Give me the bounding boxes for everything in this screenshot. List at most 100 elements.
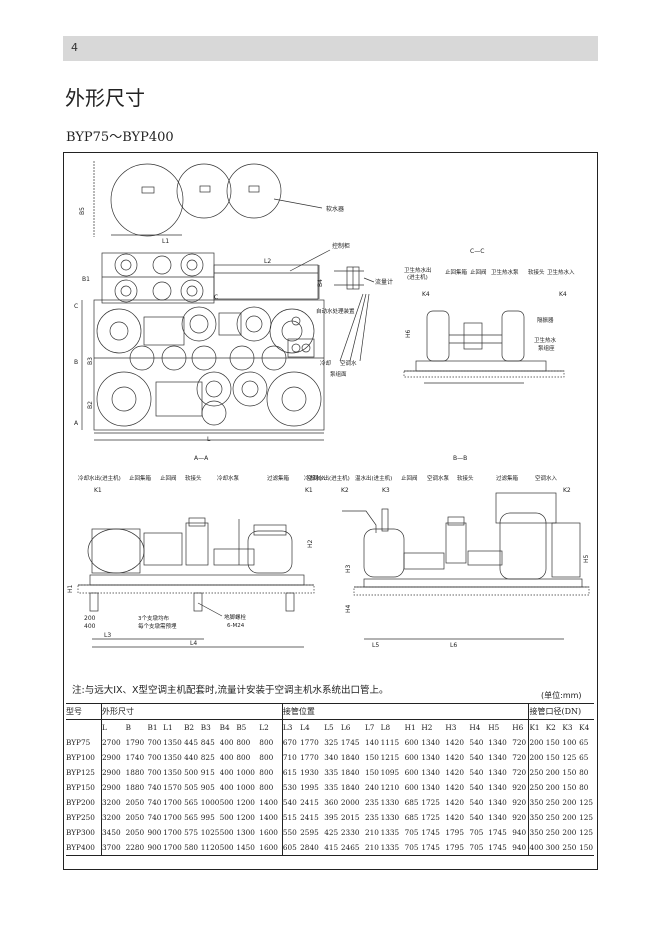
value-cell: 940	[512, 840, 529, 856]
value-cell: 1340	[488, 738, 507, 747]
model-range: BYP75～BYP400	[66, 130, 174, 145]
sub-header-cell: B3	[200, 723, 211, 732]
svg-text:A: A	[74, 420, 79, 427]
value-cell: 700	[147, 753, 162, 762]
value-cell: 500	[219, 828, 234, 837]
value-cell: 540	[469, 753, 484, 762]
svg-text:L6: L6	[450, 642, 457, 649]
value-cell: 1450	[236, 840, 260, 856]
value-cell: 2415	[300, 798, 319, 807]
value-cell: 200	[528, 750, 546, 765]
value-cell: 710	[281, 750, 301, 765]
value-cell: 65	[579, 753, 589, 762]
value-cell: 80	[579, 783, 589, 792]
value-cell: 125	[579, 813, 594, 822]
value-cell: 1795	[445, 840, 470, 856]
section-bb-view: B—B 空调水出(进主机) 温水出(进主机) 止回阀 空调水泵 软接头 过滤集箱…	[307, 455, 590, 649]
svg-text:止回阀: 止回阀	[401, 474, 418, 482]
sub-header-cell: L4	[300, 723, 310, 732]
value-cell: 540	[281, 795, 301, 810]
value-cell: 1745	[488, 840, 513, 856]
value-cell: 1210	[380, 783, 400, 792]
value-cell: 1330	[380, 798, 400, 807]
sub-header-cell: K2	[545, 723, 556, 732]
model-cell: BYP125	[66, 768, 95, 777]
label-section-cc: C—C	[470, 248, 484, 255]
model-cell: BYP200	[66, 798, 95, 807]
model-cell: BYP300	[66, 828, 95, 837]
label-flowmeter: 流量计	[375, 278, 393, 286]
value-cell: 250	[545, 828, 560, 837]
value-cell: 500	[184, 768, 198, 777]
value-cell: 500	[219, 798, 234, 807]
value-cell: 1770	[300, 753, 319, 762]
value-cell: 1745	[421, 828, 440, 837]
sub-header-cell: H3	[445, 723, 457, 732]
value-cell: 2000	[340, 798, 360, 807]
value-cell: 530	[281, 780, 301, 795]
value-cell: 1420	[445, 798, 464, 807]
value-cell: 540	[469, 768, 484, 777]
svg-text:空调水入: 空调水入	[535, 474, 558, 482]
value-cell: 2595	[300, 828, 319, 837]
value-cell: 1340	[488, 783, 507, 792]
svg-text:C: C	[74, 303, 78, 310]
value-cell: 125	[562, 753, 577, 762]
svg-text:K2: K2	[563, 487, 571, 494]
value-cell: 1600	[259, 828, 278, 837]
header-model: 型号	[66, 703, 102, 720]
header-outline: 外形尺寸	[101, 703, 283, 720]
value-cell: 685	[404, 813, 419, 822]
svg-text:200: 200	[84, 615, 96, 622]
svg-text:冷却水入: 冷却水入	[304, 474, 327, 482]
sub-header-cell: L	[101, 719, 126, 735]
value-cell: 515	[281, 810, 301, 825]
value-cell: 2465	[340, 840, 365, 856]
value-cell: 1340	[421, 738, 440, 747]
value-cell: 565	[184, 813, 198, 822]
svg-text:B: B	[74, 359, 78, 366]
main-frame	[93, 299, 325, 431]
sub-header-cell: K1	[528, 719, 546, 735]
svg-text:卫生热水: 卫生热水	[534, 336, 557, 344]
auto-treatment-unit	[287, 338, 315, 358]
svg-text:L3: L3	[104, 632, 111, 639]
value-cell: 1200	[236, 798, 255, 807]
value-cell: 350	[528, 795, 546, 810]
value-cell: 3200	[101, 810, 126, 825]
svg-text:每个支墩需预埋: 每个支墩需预埋	[138, 622, 177, 630]
svg-text:过滤集箱: 过滤集箱	[496, 474, 519, 482]
value-cell: 1340	[488, 753, 507, 762]
sub-header-cell: L3	[281, 719, 301, 735]
value-cell: 445	[184, 738, 198, 747]
sub-header-blank	[66, 720, 102, 736]
value-cell: 200	[545, 783, 560, 792]
value-cell: 2280	[125, 840, 148, 856]
value-cell: 2050	[125, 813, 145, 822]
svg-text:H3: H3	[345, 564, 352, 573]
value-cell: 1880	[125, 768, 145, 777]
value-cell: 3450	[101, 825, 126, 840]
value-cell: 740	[147, 783, 162, 792]
value-cell: 1000	[236, 768, 255, 777]
value-cell: 915	[200, 768, 215, 777]
unit-label: (单位:mm)	[541, 691, 582, 700]
value-cell: 920	[512, 798, 527, 807]
value-cell: 65	[579, 738, 589, 747]
value-cell: 2900	[101, 750, 126, 765]
sub-header-cell: L2	[259, 723, 269, 732]
value-cell: 900	[147, 828, 162, 837]
value-cell: 150	[364, 753, 379, 762]
value-cell: 600	[404, 768, 419, 777]
value-cell: 615	[281, 765, 301, 780]
svg-text:6-M24: 6-M24	[227, 623, 245, 629]
softener-tank-1	[110, 163, 184, 237]
value-cell: 335	[324, 768, 339, 777]
value-cell: 1340	[421, 768, 440, 777]
value-cell: 1340	[421, 753, 440, 762]
label-softener: 软水器	[326, 205, 344, 213]
value-cell: 1340	[488, 798, 507, 807]
header-pipe-diameter: 接管口径(DN)	[528, 703, 594, 720]
